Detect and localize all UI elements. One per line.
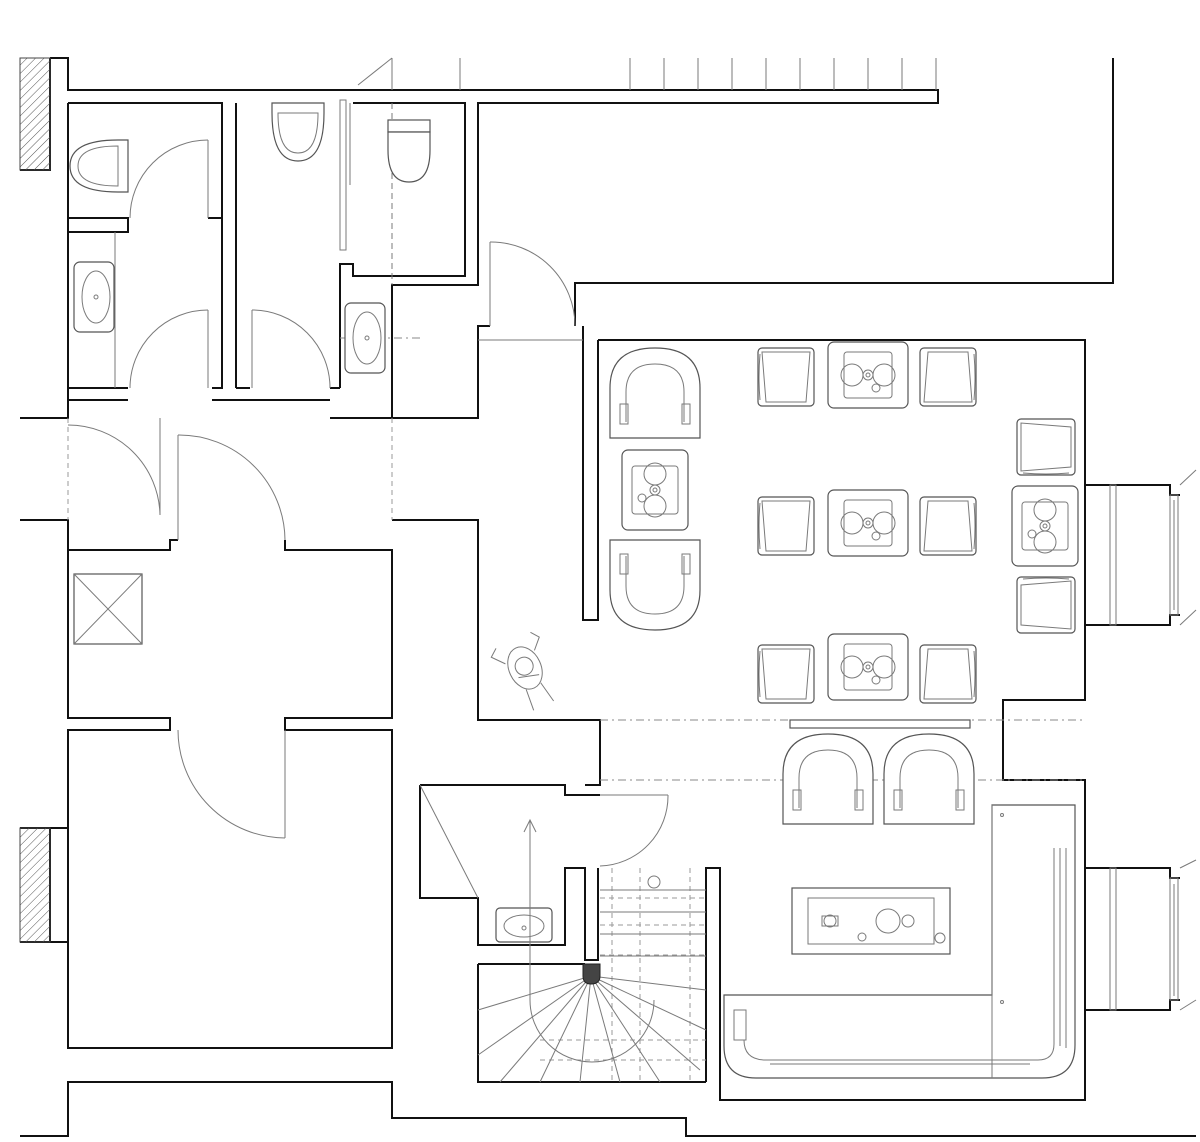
bar-counter-icon xyxy=(723,804,1076,1079)
doors xyxy=(67,99,669,867)
upper-stair-lines xyxy=(357,57,937,90)
masonry-hatch-top xyxy=(19,57,51,171)
round-table-icon xyxy=(621,449,689,531)
toilet-icon xyxy=(69,139,129,193)
bar-table xyxy=(791,887,951,955)
round-table-icon xyxy=(827,489,909,557)
armchair-icon xyxy=(757,644,815,704)
person-icon xyxy=(490,631,555,711)
round-table-icon xyxy=(827,633,909,701)
round-table-icon xyxy=(1011,485,1079,567)
toilet-icon xyxy=(271,102,325,162)
shaft-icon xyxy=(73,573,143,645)
armchair-icon xyxy=(919,644,977,704)
armchair-icon xyxy=(919,347,977,407)
shelf xyxy=(789,719,971,729)
walls xyxy=(20,57,1196,1137)
armchair-icon xyxy=(757,347,815,407)
masonry-hatch-bottom xyxy=(19,827,51,943)
window-icon xyxy=(1109,867,1179,1011)
washbasin-icon xyxy=(495,907,553,943)
booth-bottom-left xyxy=(609,539,701,631)
armchair-icon xyxy=(1016,418,1076,476)
armchair-icon xyxy=(757,496,815,556)
stair-icon xyxy=(419,784,707,1083)
round-table-icon xyxy=(827,341,909,409)
curved-sofa-icon xyxy=(883,733,975,825)
armchair-icon xyxy=(919,496,977,556)
hidden-lines xyxy=(67,103,1085,1082)
toilet-icon xyxy=(387,119,431,183)
armchair-icon xyxy=(1016,576,1076,634)
washbasin-icon xyxy=(344,302,386,374)
window-icon xyxy=(1109,484,1179,626)
curved-sofa-icon xyxy=(782,733,874,825)
booth-top-left xyxy=(609,347,701,439)
washbasin-icon xyxy=(73,261,115,333)
